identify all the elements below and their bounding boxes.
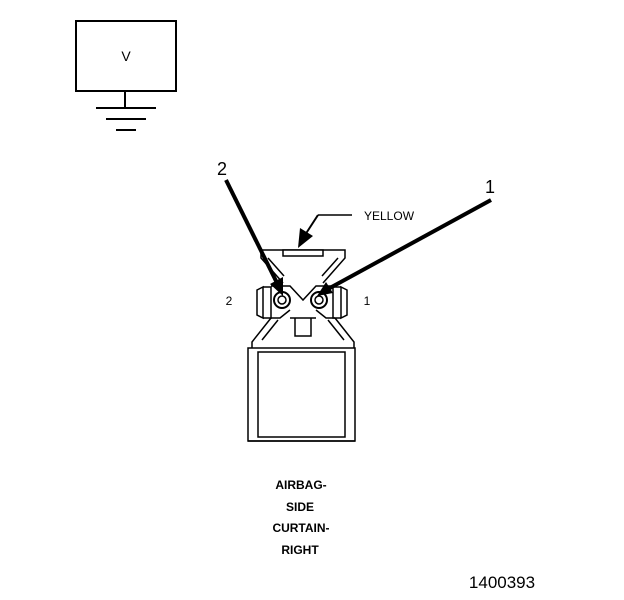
callout-2-label: 2 <box>217 159 227 179</box>
yellow-leader <box>298 214 352 248</box>
voltmeter-label: V <box>121 48 131 64</box>
connector-caption: AIRBAG- SIDE CURTAIN- RIGHT <box>272 478 329 557</box>
cavity-1 <box>310 291 328 309</box>
callout-1-label: 1 <box>485 177 495 197</box>
cavity-1-number: 1 <box>364 294 371 308</box>
caption-line-4: RIGHT <box>281 543 319 557</box>
ground-icon <box>96 91 156 131</box>
yellow-arrowhead <box>298 228 313 248</box>
caption-line-2: SIDE <box>286 500 314 514</box>
callout-2-leader <box>224 179 283 296</box>
caption-line-3: CURTAIN- <box>272 521 329 535</box>
callout-1-leader <box>317 198 492 296</box>
connector-color-label: YELLOW <box>364 209 415 223</box>
cavity-2-number: 2 <box>226 294 233 308</box>
caption-line-1: AIRBAG- <box>275 478 326 492</box>
voltmeter-symbol: V <box>75 20 177 131</box>
connector-body <box>247 249 356 442</box>
figure-id: 1400393 <box>469 573 535 592</box>
